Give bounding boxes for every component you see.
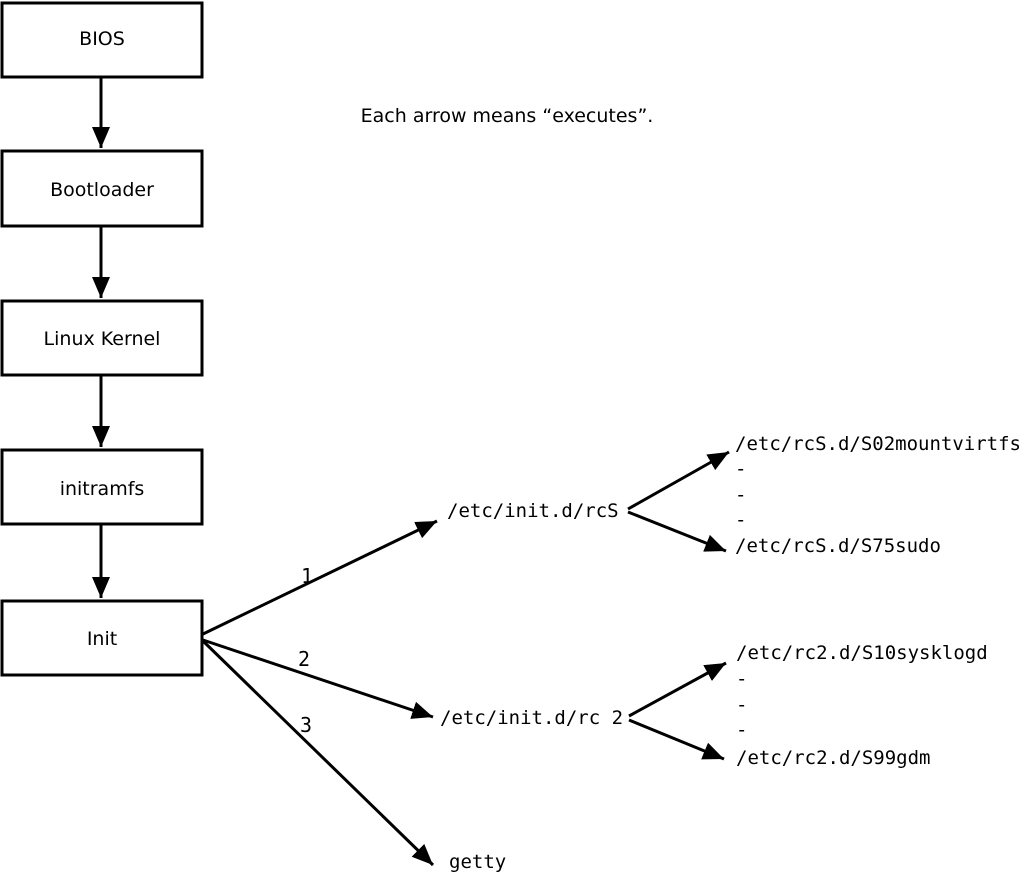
arrow-init-to-rc2	[202, 638, 434, 719]
init-arrow-order-3: 3	[300, 713, 312, 737]
rcs-script-ellipsis: -	[735, 509, 746, 531]
bootloader-box	[0, 149, 204, 228]
rc2-script-ellipsis: -	[736, 719, 747, 741]
bootloader-label: Bootloader	[50, 179, 154, 201]
bios-label: BIOS	[79, 28, 125, 50]
arrow-rc2-to-last-script	[628, 718, 725, 761]
init-label: Init	[87, 628, 117, 650]
arrow-init-to-getty	[201, 639, 435, 867]
arrow-rc2-to-first-script	[628, 661, 727, 718]
arrow-rcs-to-last-script	[627, 510, 727, 553]
rc2-script-label: /etc/init.d/rc 2	[440, 707, 623, 729]
init-box	[0, 599, 204, 677]
bios-box	[0, 1, 204, 79]
init-arrow-order-2: 2	[298, 647, 310, 671]
arrow-rcs-to-first-script	[627, 450, 730, 511]
linux-kernel-label: Linux Kernel	[44, 328, 161, 350]
rcs-script-ellipsis: -	[735, 458, 746, 480]
arrow-init-to-rcs	[202, 519, 438, 636]
initramfs-label: initramfs	[60, 478, 145, 500]
rcs-script-label: /etc/init.d/rcS	[447, 500, 619, 522]
rc2-script-ellipsis: -	[736, 668, 747, 690]
rc2-script-path: /etc/rc2.d/S10sysklogd	[736, 642, 988, 664]
arrow-meaning-note: Each arrow means “executes”.	[361, 105, 654, 127]
rcs-script-ellipsis: -	[735, 484, 746, 506]
init-arrow-order-1: 1	[301, 564, 313, 588]
getty-label: getty	[449, 851, 506, 873]
rcs-script-path: /etc/rcS.d/S75sudo	[735, 535, 941, 557]
rcs-script-path: /etc/rcS.d/S02mountvirtfs	[735, 433, 1021, 455]
rc2-script-path: /etc/rc2.d/S99gdm	[736, 747, 930, 769]
initramfs-box	[0, 448, 204, 526]
rc2-script-ellipsis: -	[736, 694, 747, 716]
